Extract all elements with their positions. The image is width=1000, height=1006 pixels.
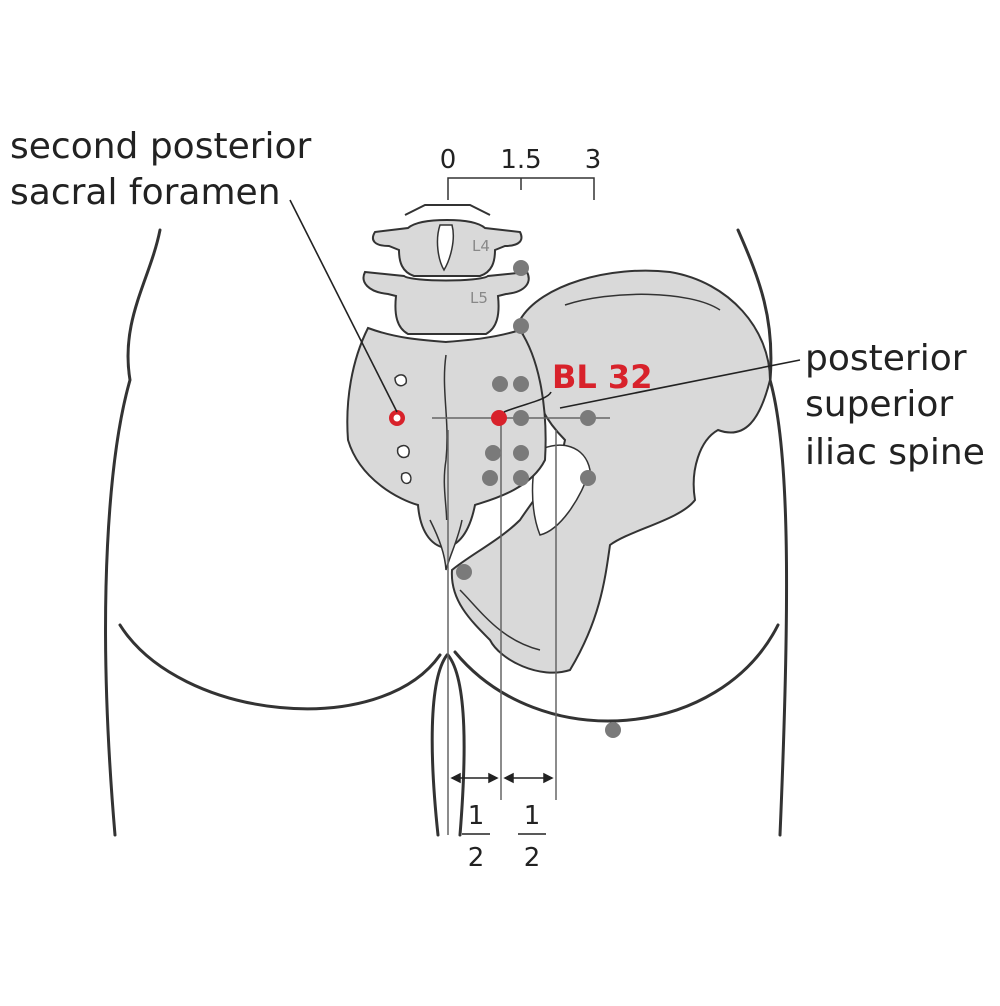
fraction-denominator: 2 (524, 843, 541, 873)
acupoint (482, 470, 498, 486)
acupoint (513, 410, 529, 426)
second-sacral-foramen-hole (393, 414, 401, 422)
fraction-numerator: 1 (468, 801, 485, 831)
arrowhead (543, 772, 554, 784)
acupoint (513, 470, 529, 486)
label-l4: L4 (472, 237, 490, 255)
right-thigh-inner (446, 653, 466, 837)
arrowhead (450, 772, 461, 784)
acupoint (513, 376, 529, 392)
acupoint (485, 445, 501, 461)
scale-bar: 0 1.5 3 (440, 145, 602, 200)
fraction-denominator: 2 (468, 843, 485, 873)
acupoint (580, 410, 596, 426)
body-outline (104, 228, 789, 837)
left-buttock-curve (118, 623, 442, 711)
median-sacral-crest (443, 354, 448, 536)
acupoint (513, 318, 529, 334)
scale-bracket (447, 177, 595, 200)
coccyx (429, 519, 463, 571)
psis-label-line1: posterior (805, 338, 967, 379)
label-l5: L5 (470, 289, 488, 307)
acupoint (456, 564, 472, 580)
foramen-label-line2: sacral foramen (10, 172, 281, 213)
scale-tick-0: 0 (440, 145, 457, 175)
spinous-process (436, 224, 455, 272)
bl32-leader (503, 391, 552, 413)
left-foramen-3 (396, 444, 410, 459)
highlighted-points (389, 410, 507, 426)
arrowhead (488, 772, 499, 784)
acupoint (580, 470, 596, 486)
vertebra-l5 (362, 270, 530, 335)
acupoint (513, 445, 529, 461)
scale-tick-2: 3 (585, 145, 602, 175)
fraction-numerator: 1 (524, 801, 541, 831)
vertebra-l3-stub (404, 204, 491, 216)
bl32-point (491, 410, 507, 426)
psis-label-line3: iliac spine (805, 432, 985, 473)
foramen-label-line1: second posterior (10, 126, 312, 167)
acupoint (605, 722, 621, 738)
scale-tick-1: 1.5 (500, 145, 541, 175)
left-thigh-inner (430, 653, 449, 837)
fraction-right: 1 2 (518, 801, 546, 873)
dimension-arrows (450, 772, 554, 784)
bl32-label: BL 32 (552, 358, 652, 396)
leader-lines (289, 199, 801, 413)
ischium (459, 589, 541, 651)
acupoints (456, 260, 621, 738)
left-flank-outline (104, 228, 162, 837)
obturator-foramen (531, 444, 591, 536)
left-foramen-1 (394, 374, 408, 387)
left-foramen-4 (400, 471, 412, 485)
psis-leader (559, 359, 801, 409)
iliac-crest-inner (564, 293, 721, 311)
psis-label-line2: superior (805, 384, 953, 425)
right-buttock-curve (453, 623, 780, 723)
lumbar-spine: L4 L5 (362, 204, 530, 335)
acupoint (513, 260, 529, 276)
foramen-leader (289, 199, 398, 413)
arrowhead (503, 772, 514, 784)
right-flank-outline (736, 228, 789, 837)
fraction-left: 1 2 (462, 801, 490, 873)
acupoint (492, 376, 508, 392)
